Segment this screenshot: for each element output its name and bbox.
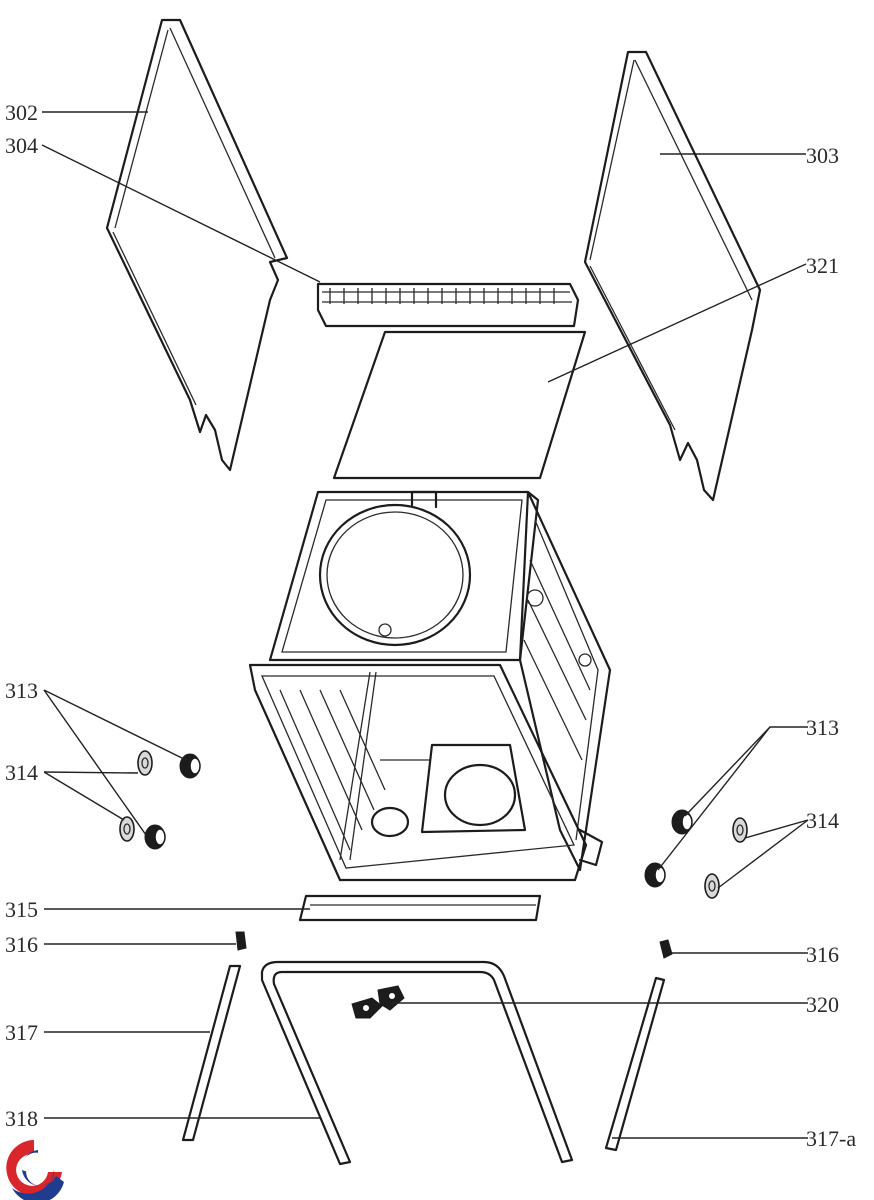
hinge-part-320	[351, 985, 405, 1019]
label-315: 315	[5, 897, 38, 922]
label-313-left: 313	[5, 678, 38, 703]
label-317: 317	[5, 1020, 38, 1045]
side-strip-317-a	[604, 976, 666, 1152]
side-strip-317	[181, 964, 242, 1142]
label-314-right: 314	[806, 808, 839, 833]
door-gasket-318	[260, 960, 574, 1166]
label-302: 302	[5, 100, 38, 125]
clip-316-left	[235, 931, 247, 951]
part-labels: 302 304 303 321 313 314 313 314 315 316 …	[5, 100, 856, 1151]
label-303: 303	[806, 143, 839, 168]
leader-lines	[41, 111, 809, 1139]
brand-logo	[6, 1140, 64, 1200]
label-316-right: 316	[806, 942, 839, 967]
bottom-rail-315	[298, 894, 542, 922]
right-side-panel-303	[583, 50, 762, 502]
label-304: 304	[5, 133, 38, 158]
label-321: 321	[806, 253, 839, 278]
main-tub	[248, 490, 612, 882]
label-317-a: 317-a	[806, 1126, 856, 1151]
right-feet-group	[644, 809, 748, 899]
top-vent-bar-304	[316, 282, 580, 328]
top-sheet-321	[332, 330, 587, 480]
label-316-left: 316	[5, 932, 38, 957]
label-313-right: 313	[806, 715, 839, 740]
left-side-panel-302	[105, 18, 289, 472]
clip-316-right	[659, 939, 673, 959]
left-feet-group	[119, 750, 201, 850]
label-314-left: 314	[5, 760, 38, 785]
label-318: 318	[5, 1106, 38, 1131]
label-320: 320	[806, 992, 839, 1017]
